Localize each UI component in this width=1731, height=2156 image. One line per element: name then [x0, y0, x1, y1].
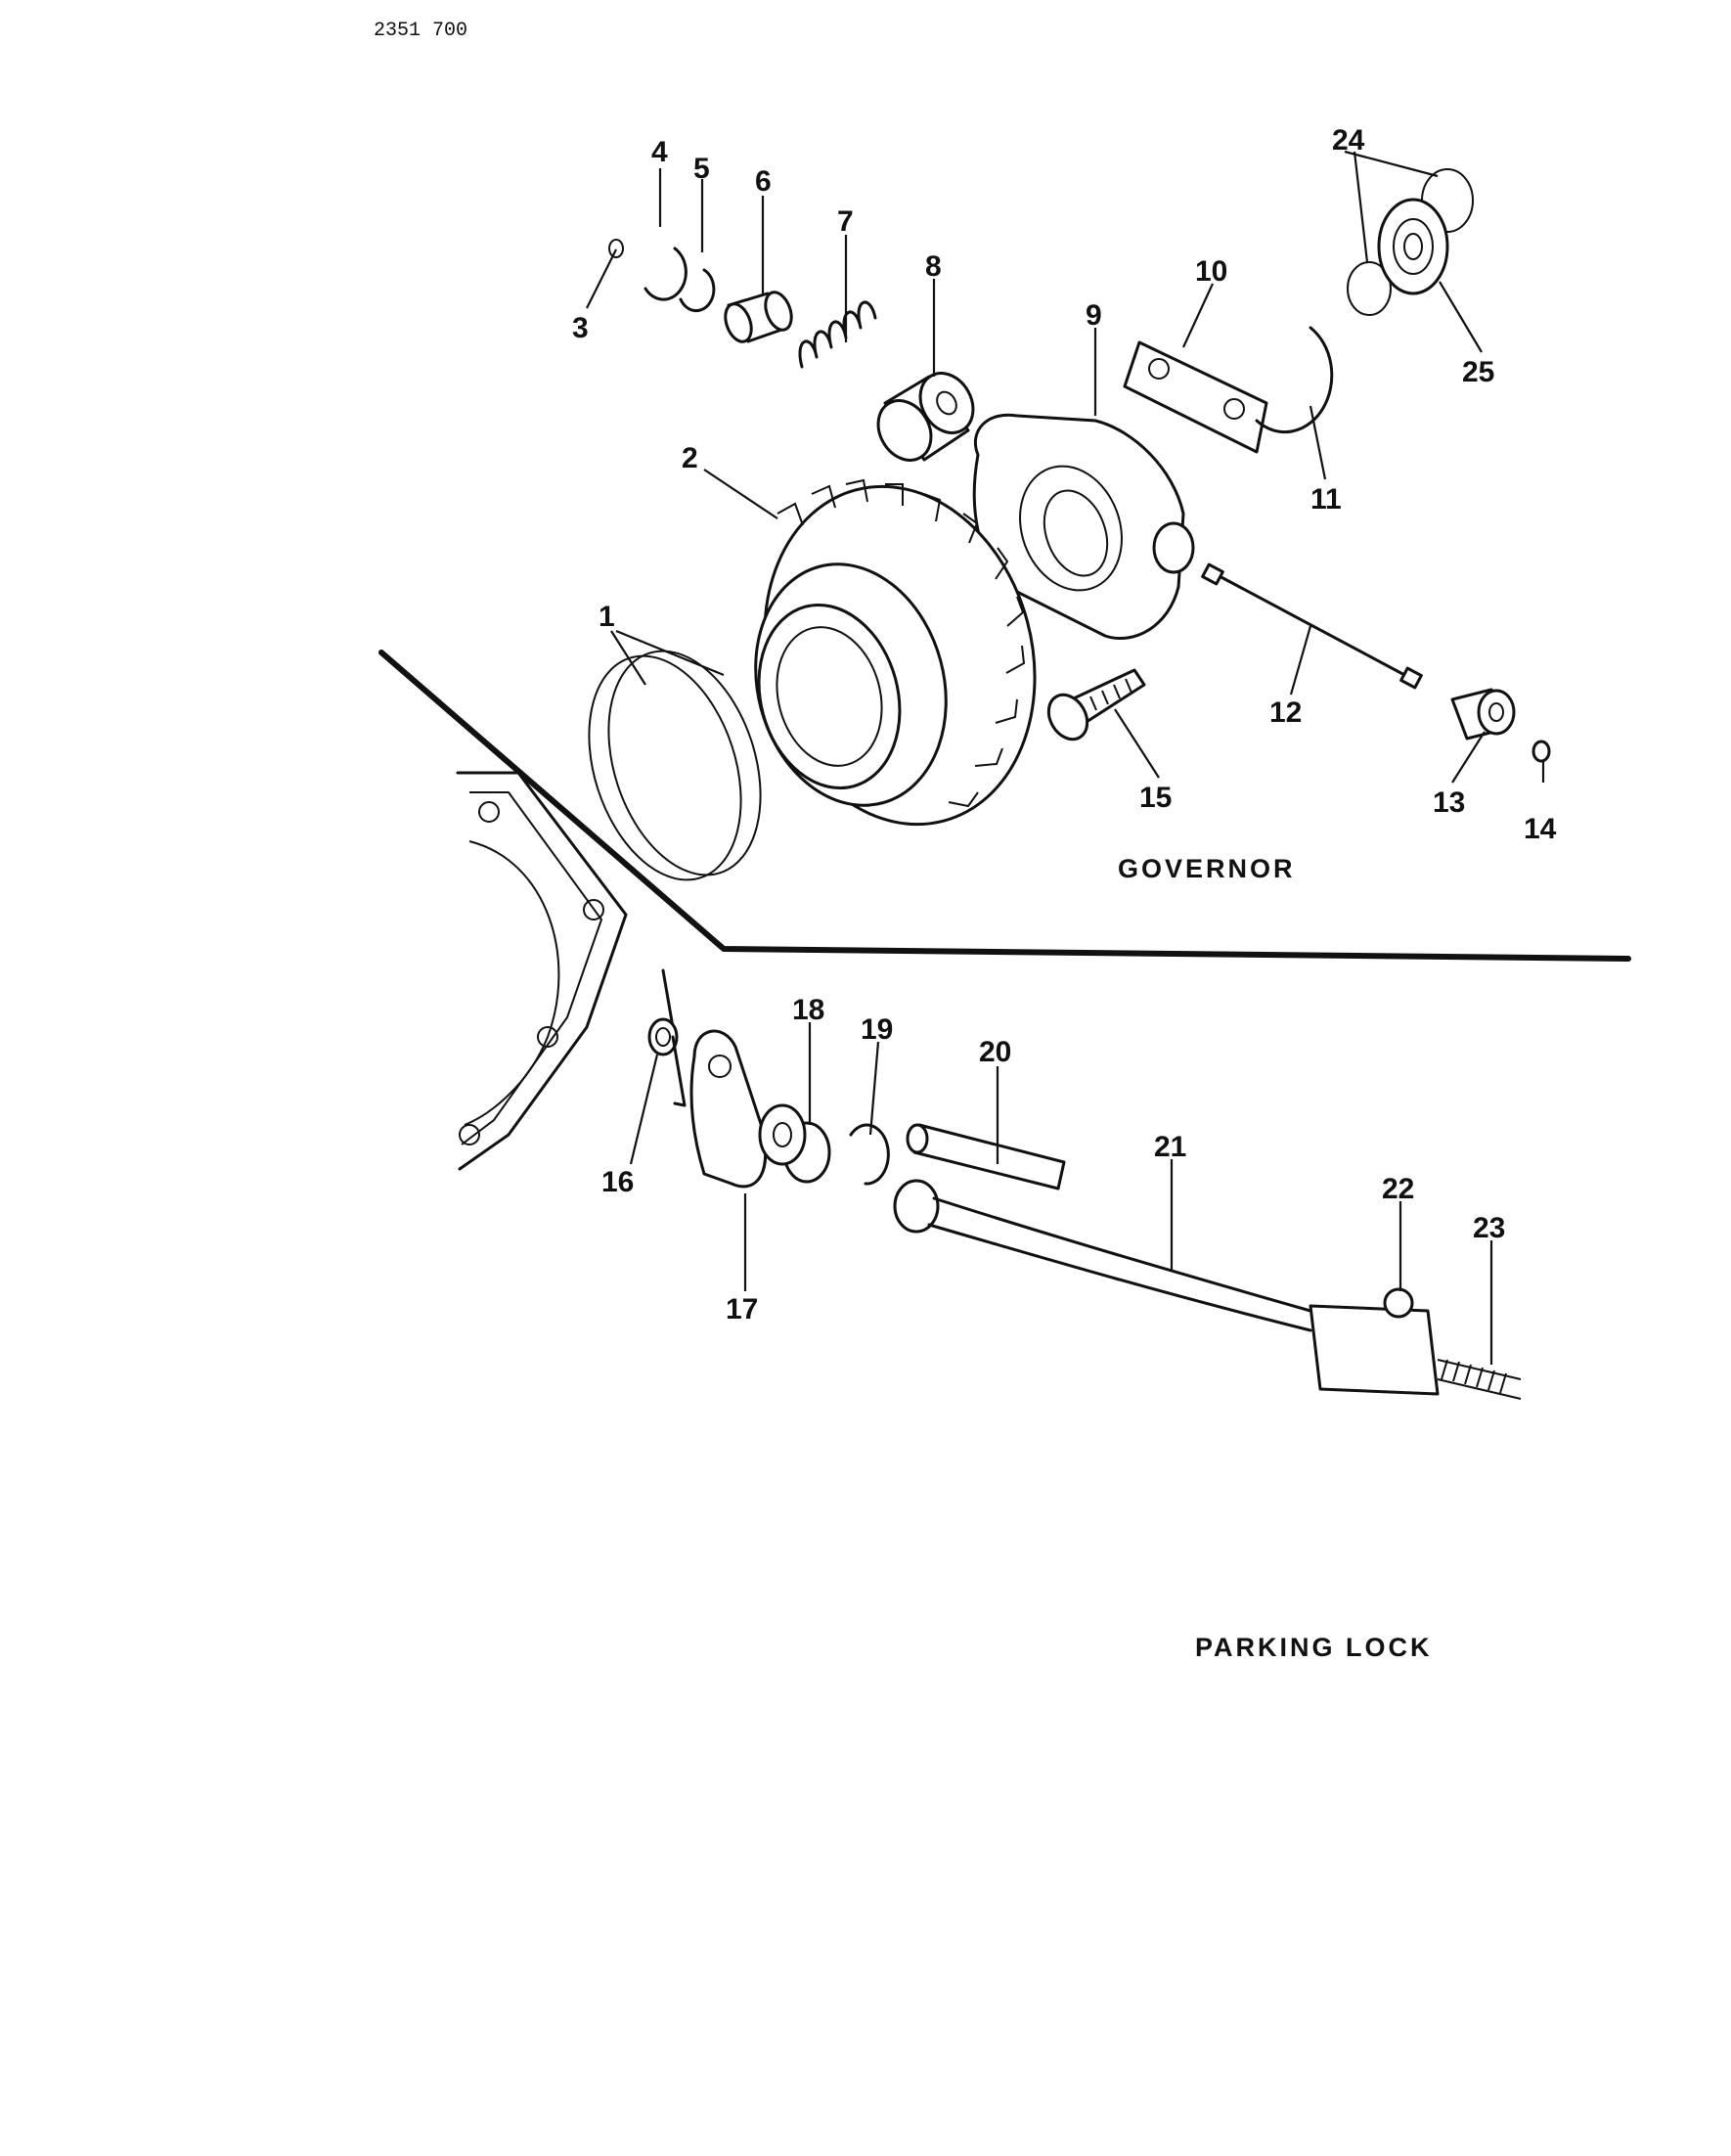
section-title-parking-lock: PARKING LOCK	[1195, 1633, 1433, 1662]
callout-23: 23	[1473, 1212, 1505, 1244]
callout-13: 13	[1433, 786, 1465, 819]
part-12-tube	[1201, 562, 1423, 690]
callout-9: 9	[1086, 299, 1102, 332]
part-9-governor-body	[972, 413, 1195, 641]
callout-19: 19	[861, 1013, 893, 1046]
callout-1: 1	[599, 601, 615, 633]
part-11-snap-ring	[1255, 326, 1334, 434]
part-13-plug	[1450, 688, 1516, 741]
callout-11: 11	[1310, 483, 1342, 516]
part-1-seal-rings	[588, 650, 762, 881]
part-17-pawl	[689, 1029, 768, 1189]
callout-7: 7	[837, 205, 854, 238]
leader-lines	[586, 150, 1545, 1365]
callout-25: 25	[1462, 356, 1494, 388]
callout-21: 21	[1154, 1131, 1186, 1163]
part-24-ring-b	[1347, 261, 1392, 316]
callout-15: 15	[1139, 782, 1172, 814]
callout-14: 14	[1524, 813, 1557, 845]
part-21-rod	[893, 1179, 1312, 1332]
part-10-gasket	[1123, 340, 1268, 454]
callout-20: 20	[979, 1036, 1011, 1068]
part-16-spring	[647, 968, 687, 1107]
part-19-snap-ring	[849, 1123, 890, 1186]
callout-5: 5	[693, 153, 710, 185]
callout-4: 4	[651, 136, 668, 168]
part-2-support-gear	[754, 478, 1037, 827]
part-5-snap-ring	[679, 268, 716, 313]
part-4-snap-ring	[644, 247, 688, 301]
part-25-bearing	[1377, 198, 1449, 295]
callout-2: 2	[682, 442, 698, 474]
callout-24: 24	[1332, 124, 1365, 157]
callout-8: 8	[925, 250, 942, 283]
section-title-governor: GOVERNOR	[1118, 854, 1296, 883]
transmission-case-flange	[456, 771, 628, 1171]
document-id: 2351 700	[374, 20, 467, 42]
section-divider	[378, 650, 1631, 962]
part-8-weight	[876, 372, 975, 462]
callout-18: 18	[792, 994, 824, 1026]
callout-3: 3	[572, 312, 589, 344]
callout-17: 17	[726, 1293, 758, 1325]
part-18-sleeve	[758, 1103, 831, 1184]
callout-12: 12	[1269, 696, 1302, 729]
part-6-valve	[724, 291, 793, 343]
part-20-pin	[906, 1123, 1066, 1190]
callout-16: 16	[601, 1166, 634, 1198]
part-7-spring	[798, 300, 877, 369]
part-15-bolt	[1046, 668, 1146, 741]
callout-6: 6	[755, 165, 772, 198]
part-3-small-ring	[608, 239, 624, 258]
callout-10: 10	[1195, 255, 1227, 288]
part-14-washer	[1531, 740, 1551, 763]
part-22-23-bracket-stud	[1309, 1287, 1522, 1400]
callout-22: 22	[1382, 1173, 1414, 1205]
